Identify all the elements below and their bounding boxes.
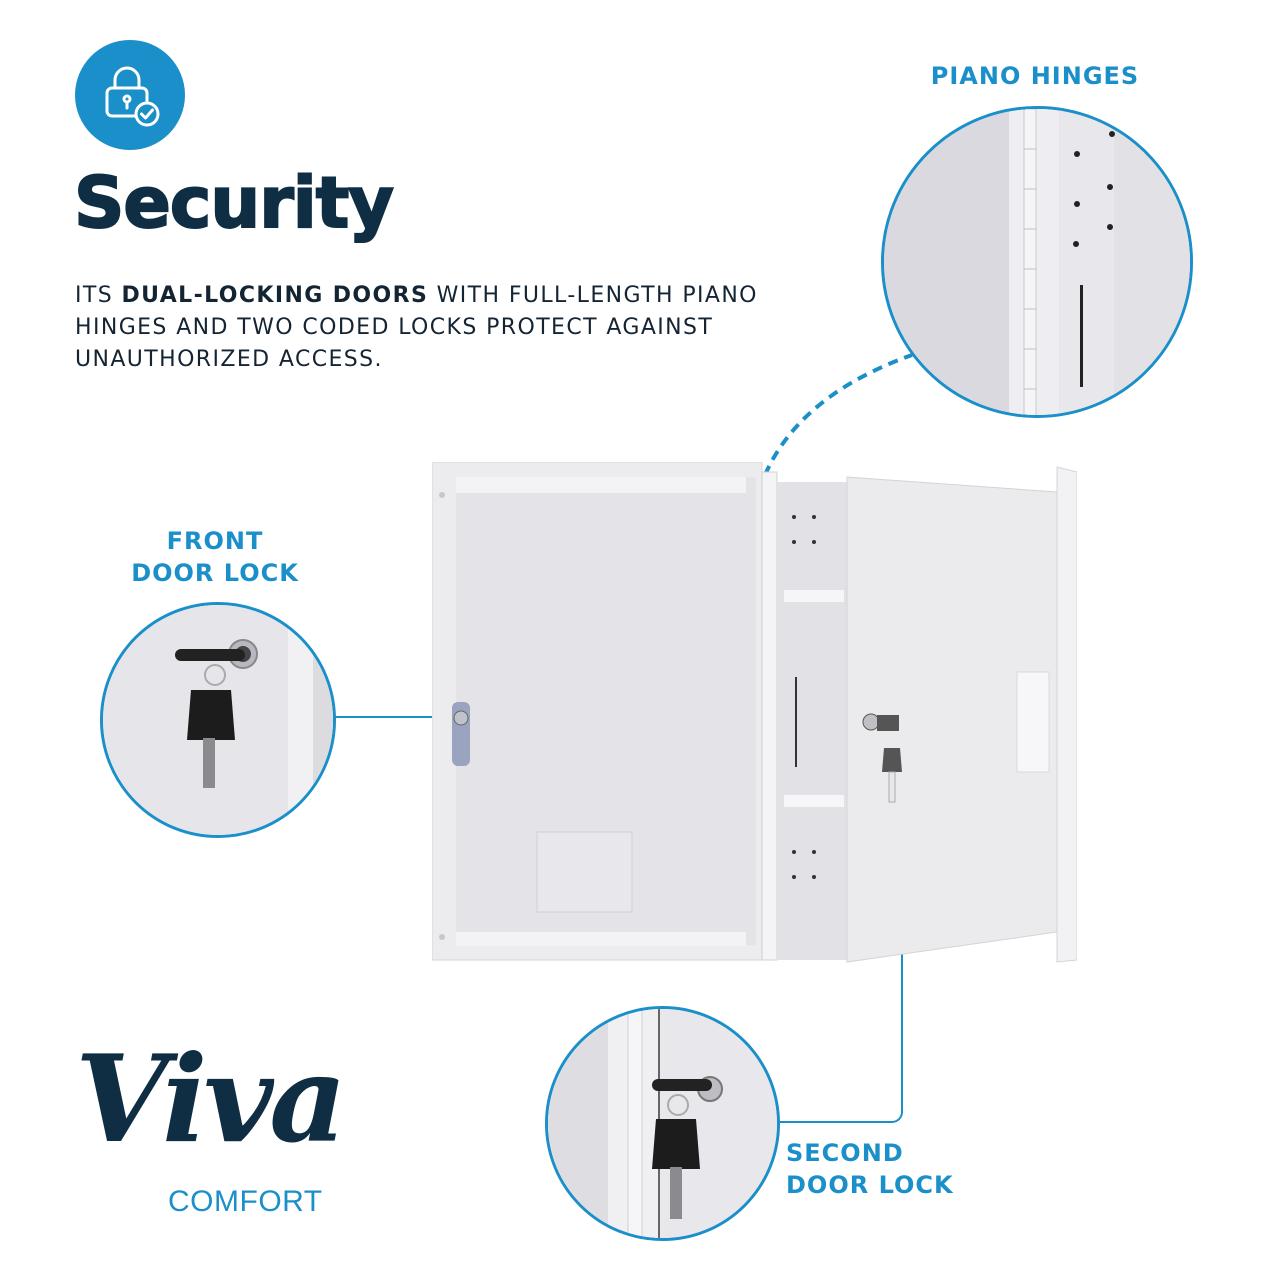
key-in-lock-illustration (103, 605, 333, 835)
cabinet-product-image (431, 461, 1078, 970)
security-badge (75, 40, 185, 150)
second-door-lock-label-line1: SECOND (786, 1139, 904, 1167)
piano-hinges-detail-image (881, 106, 1193, 418)
brand-logo-script: Viva (75, 1029, 347, 1170)
second-lock-connector (778, 869, 903, 1123)
description: ITS DUAL-LOCKING DOORS WITH FULL-LENGTH … (75, 280, 855, 376)
second-key-illustration (548, 1009, 777, 1238)
second-door-lock-detail-image (545, 1006, 780, 1241)
piano-hinges-label: PIANO HINGES (900, 60, 1170, 92)
page-title: Security (73, 162, 395, 244)
piano-hinges-label-text: PIANO HINGES (930, 62, 1140, 90)
medicine-cabinet-illustration (431, 461, 1078, 963)
front-door-lock-detail-image (100, 602, 336, 838)
description-prefix: ITS (75, 283, 122, 308)
front-door-lock-label-line1: FRONT (166, 527, 264, 555)
brand-logo-wordmark: COMFORT (168, 1185, 323, 1218)
front-door-lock-label: FRONT DOOR LOCK (110, 525, 320, 589)
piano-hinge-illustration (884, 109, 1190, 415)
front-door-lock-label-line2: DOOR LOCK (131, 559, 299, 587)
second-door-lock-label-line2: DOOR LOCK (786, 1171, 954, 1199)
second-door-lock-label: SECOND DOOR LOCK (786, 1137, 976, 1201)
piano-hinge-connector (763, 353, 913, 476)
description-highlight: DUAL-LOCKING DOORS (121, 283, 429, 308)
description-suffix: WITH FULL-LENGTH PIANO HINGES AND TWO CO… (75, 283, 758, 372)
lock-check-icon (105, 66, 160, 127)
